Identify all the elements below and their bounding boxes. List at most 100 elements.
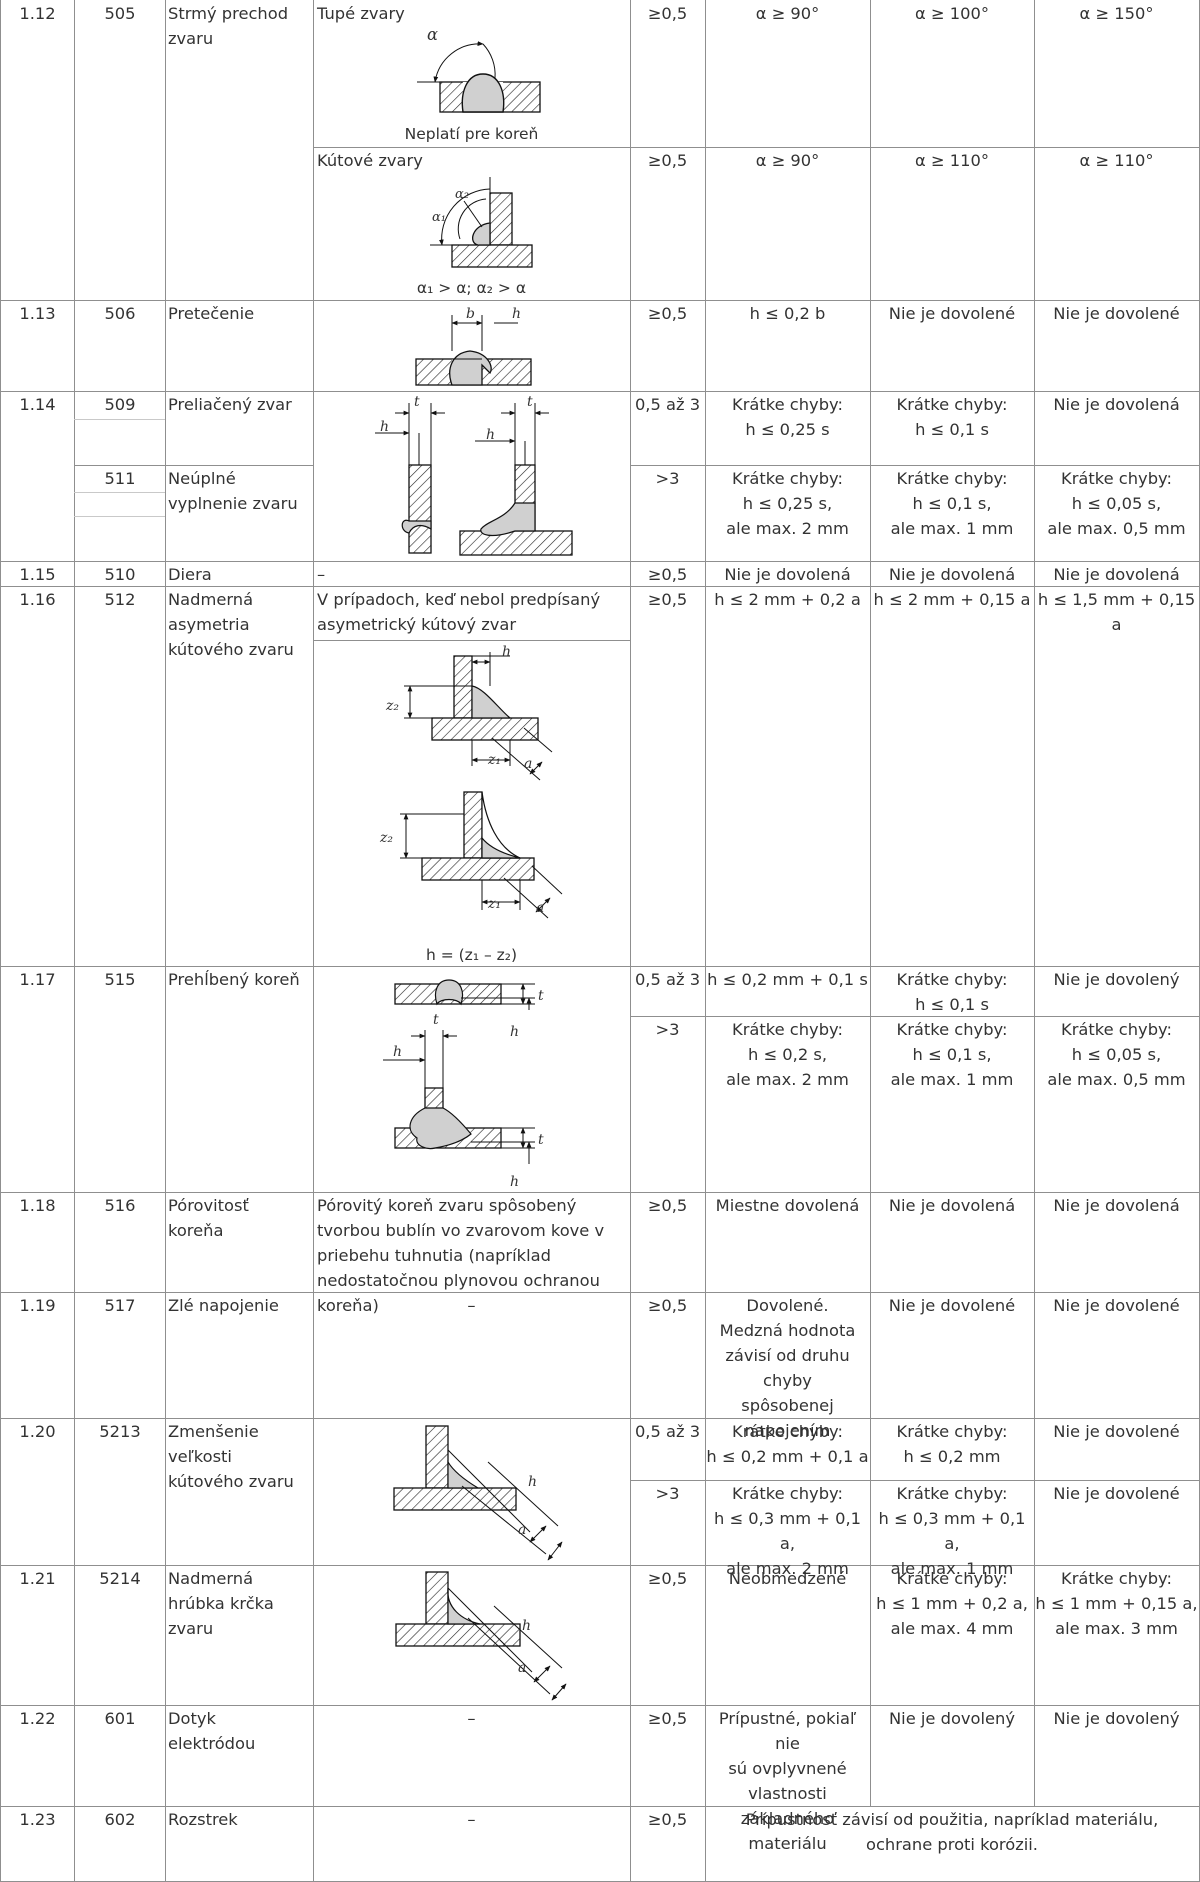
- row-code: 5214: [99, 1569, 141, 1588]
- row-border-1-14: [0, 391, 1200, 392]
- row-id: 1.18: [19, 1196, 56, 1215]
- row-desc: Pórovitý koreň zvaru spôsobený tvorbou b…: [317, 1196, 605, 1315]
- row-desc: –: [467, 1810, 476, 1829]
- limit-level-b: Nie je dovolený: [1053, 1709, 1180, 1728]
- col-border-left: [0, 0, 1, 1882]
- limit-level-d: Dovolené. Medzná hodnota závisí od druhu…: [719, 1296, 856, 1440]
- row-border-1-17-sub: [630, 1016, 1200, 1017]
- h-label: h: [510, 1174, 520, 1190]
- overlap-figure: [408, 305, 538, 390]
- thickness-value: 0,5 až 3: [634, 970, 701, 989]
- z2-label: z₂: [380, 830, 393, 846]
- row-desc: Kútové zvary: [317, 151, 423, 170]
- limit-level-b: Krátke chyby: h ≤ 1 mm + 0,15 a, ale max…: [1035, 1569, 1198, 1638]
- limit-level-c: Nie je dovolený: [889, 1709, 1015, 1728]
- col-border-3: [313, 0, 314, 1882]
- limit-level-b: Nie je dovolená: [1053, 395, 1180, 414]
- row-code: 511: [104, 469, 136, 488]
- limit-level-b: Nie je dovolené: [1053, 1296, 1180, 1315]
- limit-level-d: Miestne dovolená: [715, 1196, 860, 1215]
- row-name: Diera: [168, 565, 212, 584]
- row-name: Zmenšenie veľkosti kútového zvaru: [168, 1422, 294, 1491]
- excessive-throat-thickness-figure: [392, 1568, 572, 1704]
- row-desc: –: [467, 1709, 476, 1728]
- row-code: 510: [104, 565, 136, 584]
- limit-level-c: Nie je dovolená: [888, 1196, 1016, 1215]
- col-border-1: [74, 0, 75, 1882]
- limit-level-c: Krátke chyby: h ≤ 0,1 s: [896, 970, 1008, 1014]
- butt-weld-steep-transition-figure: [405, 30, 545, 120]
- row-id: 1.15: [19, 565, 56, 584]
- sub-row-divider: [74, 516, 165, 517]
- limit-level-b: h ≤ 1,5 mm + 0,15 a: [1037, 590, 1196, 634]
- limit-level-c: Krátke chyby: h ≤ 0,1 s, ale max. 1 mm: [890, 469, 1014, 538]
- row-desc: –: [317, 565, 326, 584]
- row-desc: V prípadoch, keď nebol predpísaný asymet…: [317, 590, 601, 634]
- limit-level-d: α ≥ 90°: [755, 151, 820, 170]
- row-border-1-21: [0, 1565, 1200, 1566]
- row-border-1-14-sub-left: [74, 465, 313, 466]
- limit-level-c: Krátke chyby: h ≤ 0,1 s, ale max. 1 mm: [890, 1020, 1014, 1089]
- z1-label: z₁: [488, 752, 501, 768]
- excessive-root-concavity-figure: [375, 970, 575, 1190]
- figure-caption: h = (z₁ – z₂): [425, 946, 518, 964]
- row-name: Nadmerná asymetria kútového zvaru: [168, 590, 294, 659]
- row-name: Neúplné vyplnenie zvaru: [168, 469, 298, 513]
- limit-level-c: α ≥ 100°: [915, 4, 989, 23]
- t-label: t: [538, 1132, 544, 1148]
- limit-level-b: Krátke chyby: h ≤ 0,05 s, ale max. 0,5 m…: [1047, 1020, 1186, 1089]
- figure-caption: α₁ > α; α₂ > α: [416, 279, 527, 297]
- alpha1-label: α₁: [432, 210, 446, 225]
- alpha2-label: α₂: [455, 187, 469, 202]
- row-border-1-16: [0, 586, 1200, 587]
- thickness-value: >3: [655, 1484, 680, 1503]
- insufficient-throat-thickness-figure: [390, 1422, 570, 1564]
- t-label: t: [433, 1012, 439, 1028]
- row-name: Dotyk elektródou: [168, 1709, 256, 1753]
- row-code: 5213: [99, 1422, 141, 1441]
- row-border-1-16-desc: [313, 640, 630, 641]
- row-border-1-18: [0, 1192, 1200, 1193]
- h-label: h: [512, 306, 522, 322]
- row-border-1-19: [0, 1292, 1200, 1293]
- limit-level-b: α ≥ 110°: [1079, 151, 1154, 170]
- row-border-1-20-sub: [630, 1480, 1200, 1481]
- h-label: h: [486, 427, 496, 443]
- row-name: Preliačený zvar: [168, 395, 292, 414]
- thickness-value: ≥0,5: [647, 151, 688, 170]
- figure-caption: Neplatí pre koreň: [404, 125, 539, 143]
- row-code: 512: [104, 590, 136, 609]
- limit-level-b: α ≥ 150°: [1079, 4, 1154, 23]
- row-name: Rozstrek: [168, 1810, 238, 1829]
- row-code: 516: [104, 1196, 136, 1215]
- row-id: 1.23: [19, 1810, 56, 1829]
- z1-label: z₁: [488, 896, 501, 912]
- z2-label: z₂: [386, 698, 399, 714]
- thickness-value: ≥0,5: [647, 1709, 688, 1728]
- row-border-1-22: [0, 1705, 1200, 1706]
- row-code: 517: [104, 1296, 136, 1315]
- t-label: t: [538, 988, 544, 1004]
- col-border-6: [870, 0, 871, 1806]
- t-label: t: [414, 394, 420, 410]
- thickness-value: ≥0,5: [647, 565, 688, 584]
- row-id: 1.14: [19, 395, 56, 414]
- thickness-value: 0,5 až 3: [634, 1422, 701, 1441]
- limit-level-c: Krátke chyby: h ≤ 0,2 mm: [896, 1422, 1008, 1466]
- limit-level-b: Nie je dovolený: [1053, 970, 1180, 989]
- limit-level-c: Nie je dovolené: [888, 304, 1016, 323]
- thickness-value: ≥0,5: [647, 590, 688, 609]
- row-code: 602: [104, 1810, 136, 1829]
- row-border-1-14-sub: [630, 465, 1200, 466]
- h-label: h: [510, 1024, 520, 1040]
- a-label: a: [536, 900, 545, 916]
- row-code: 515: [104, 970, 136, 989]
- incompletely-filled-groove-figure: [365, 393, 575, 558]
- row-code: 506: [104, 304, 136, 323]
- sub-row-divider: [74, 492, 165, 493]
- col-border-7: [1034, 0, 1035, 1806]
- limit-level-d: Krátke chyby: h ≤ 0,25 s, ale max. 2 mm: [726, 469, 849, 538]
- thickness-value: ≥0,5: [647, 1810, 688, 1829]
- a-label: a: [518, 1660, 527, 1676]
- row-id: 1.20: [19, 1422, 56, 1441]
